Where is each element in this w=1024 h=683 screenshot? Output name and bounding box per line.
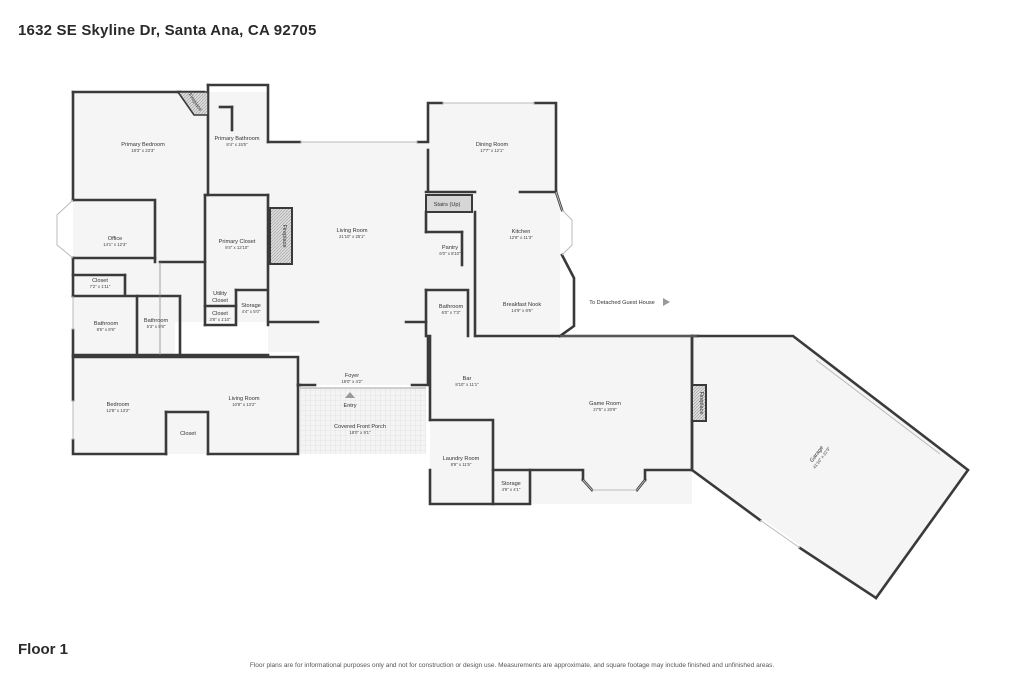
room-label: Primary Closet (219, 239, 256, 245)
room-label: Office (108, 236, 123, 242)
room-dims: 10'8" x 13'2" (232, 402, 256, 407)
room-label: Entry (343, 403, 356, 409)
room-labels: Primary Bedroom 18'3" x 23'3" Primary Ba… (90, 92, 832, 492)
room-label: Pantry (442, 245, 458, 251)
room-dims: 27'5" x 20'9" (593, 407, 617, 412)
room-dims: 8'4" x 12'10" (225, 245, 249, 250)
room-dims: 6'0" x 8'10" (439, 251, 461, 256)
room-dims: 3'8" x 1'10" (209, 317, 231, 322)
room-label: Closet (212, 298, 228, 304)
room-dims: 4'9" x 4'1" (502, 487, 521, 492)
room-dims: 18'0" x 9'1" (349, 430, 371, 435)
room-label: Living Room (336, 228, 367, 234)
room-label: Primary Bedroom (121, 142, 165, 148)
room-dims: 14'9" x 8'6" (511, 308, 533, 313)
room-label: Stairs (Up) (434, 202, 461, 208)
fireplace-label: Fireplace (281, 224, 287, 247)
room-dims: 8'4" x 15'5" (226, 142, 248, 147)
room-label: Living Room (228, 396, 259, 402)
room-label: Bathroom (144, 318, 169, 324)
room-dims: 18'0" x 4'2" (341, 379, 363, 384)
room-dims: 14'1" x 12'3" (103, 242, 127, 247)
disclaimer: Floor plans are for informational purpos… (249, 662, 775, 669)
room-label: Storage (241, 303, 261, 309)
room-label: Closet (92, 278, 108, 284)
room-label: Breakfast Nook (503, 302, 541, 308)
room-label: Game Room (589, 401, 621, 407)
room-label: Bathroom (439, 304, 464, 310)
room-dims: 17'7" x 12'1" (480, 148, 504, 153)
room-label: Bedroom (107, 402, 130, 408)
room-dims: 12'8" x 13'2" (106, 408, 130, 413)
room-label: Bar (463, 376, 472, 382)
guest-house-label: To Detached Guest House (589, 300, 655, 306)
room-dims: 4'4" x 5'0" (242, 309, 261, 314)
room-dims: 12'8" x 11'3" (509, 235, 533, 240)
room-dims: 7'2" x 1'11" (90, 284, 111, 289)
room-dims: 5'3" x 9'8" (147, 324, 166, 329)
entry-arrow-icon (345, 392, 355, 398)
room-dims: 8'10" x 11'1" (455, 382, 479, 387)
room-dims: 6'0" x 7'3" (442, 310, 461, 315)
room-label: Utility (213, 291, 227, 297)
room-label: Kitchen (512, 229, 531, 235)
room-label: Primary Bathroom (214, 136, 259, 142)
room-dims: 8'6" x 8'9" (97, 327, 116, 332)
room-label: Bathroom (94, 321, 119, 327)
room-label: Foyer (345, 373, 359, 379)
page-title: 1632 SE Skyline Dr, Santa Ana, CA 92705 (18, 22, 317, 39)
room-dims: 18'3" x 23'3" (131, 148, 155, 153)
arrow-right-icon (663, 298, 670, 306)
room-label: Dining Room (476, 142, 509, 148)
room-dims: 21'10" x 25'1" (339, 234, 365, 239)
room-label: Covered Front Porch (334, 424, 386, 430)
porch-paving (300, 388, 426, 454)
room-label: Laundry Room (443, 456, 480, 462)
room-dims: 8'9" x 11'5" (451, 462, 472, 467)
room-label: Closet (212, 311, 228, 317)
fireplace-label: Fireplace (698, 391, 704, 414)
room-label: Storage (501, 481, 521, 487)
room-label: Closet (180, 431, 196, 437)
floor-label: Floor 1 (18, 641, 69, 658)
